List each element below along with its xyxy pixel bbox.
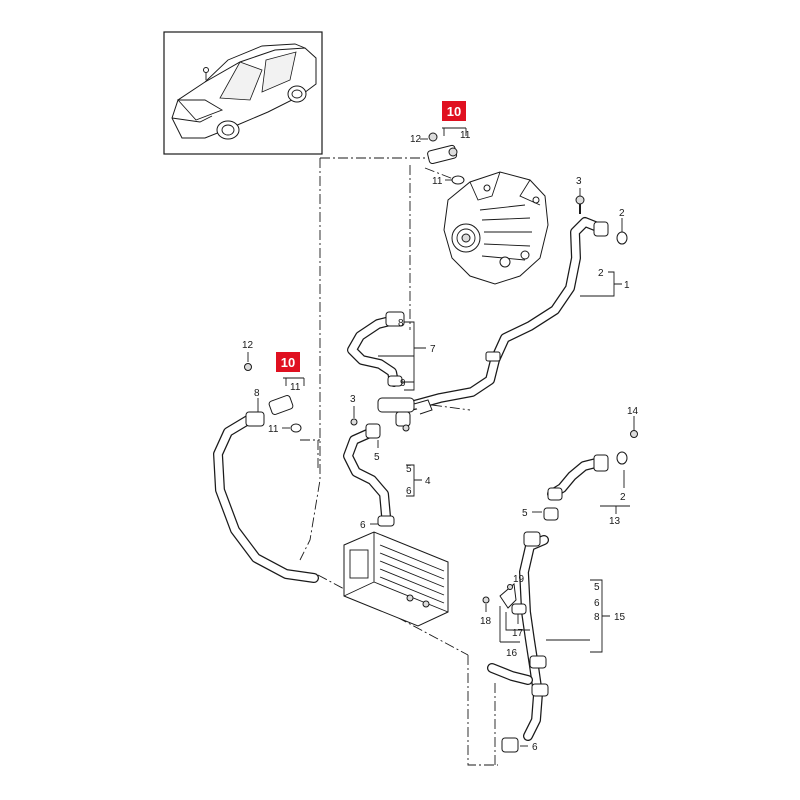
- clamp-9-hose7: [387, 375, 403, 387]
- callout-12: 12: [242, 340, 254, 351]
- hose-left[interactable]: [213, 363, 319, 583]
- sensor-upper[interactable]: [427, 132, 465, 185]
- callout-6: 6: [406, 486, 412, 497]
- o-ring-2-upper[interactable]: [616, 231, 628, 245]
- bolt-18: [482, 596, 490, 604]
- bolt-12-upper: [428, 132, 438, 142]
- callout-4: 4: [425, 476, 431, 487]
- hose-4[interactable]: [343, 423, 395, 527]
- highlight-box: [276, 352, 300, 372]
- highlight-callout-10-upper[interactable]: 10: [442, 101, 466, 121]
- callout-10-lower: 10: [281, 355, 295, 370]
- clamp-5-right[interactable]: [543, 507, 559, 521]
- callout-3: 3: [576, 176, 582, 187]
- callout-11: 11: [290, 382, 301, 393]
- bolt-12-lower: [244, 363, 252, 371]
- callout-6: 6: [360, 520, 366, 531]
- highlight-callout-10-lower[interactable]: 10: [276, 352, 300, 372]
- bracket-16[interactable]: [482, 583, 527, 615]
- clamp-5-hose4: [365, 423, 381, 439]
- callout-1: 1: [624, 280, 630, 291]
- o-ring-2-lower: [616, 451, 628, 465]
- leader-lines: [247, 127, 635, 747]
- callout-5: 5: [374, 452, 380, 463]
- callout-15: 15: [614, 612, 626, 623]
- callout-8: 8: [594, 612, 600, 623]
- sedan-vehicle-icon: [171, 43, 317, 140]
- callout-11: 11: [432, 176, 443, 187]
- oil-cooler[interactable]: [343, 531, 449, 627]
- callout-8: 8: [398, 318, 404, 329]
- callout-8: 8: [254, 388, 260, 399]
- hose-13[interactable]: [547, 430, 638, 501]
- alternator[interactable]: [443, 171, 549, 285]
- callout-12: 12: [410, 134, 422, 145]
- clamp-17: [511, 603, 527, 615]
- bolt-19: [507, 584, 513, 590]
- clamp-6-bottom: [501, 737, 519, 753]
- callout-3: 3: [350, 394, 356, 405]
- callout-2: 2: [619, 208, 625, 219]
- callout-7: 7: [430, 344, 436, 355]
- callout-6: 6: [532, 742, 538, 753]
- bolt-14: [630, 430, 638, 438]
- center-tee-connector[interactable]: [350, 397, 433, 432]
- hose-15[interactable]: [487, 531, 549, 753]
- callout-5: 5: [522, 508, 528, 519]
- callout-11: 11: [268, 424, 279, 435]
- o-ring-11-upper: [451, 175, 465, 185]
- callout-6: 6: [594, 598, 600, 609]
- callout-19: 19: [513, 574, 525, 585]
- clamp-8-left: [245, 411, 265, 427]
- callout-18: 18: [480, 616, 492, 627]
- hose-1[interactable]: [397, 217, 609, 413]
- callout-17: 17: [512, 628, 524, 639]
- callout-2: 2: [620, 492, 626, 503]
- callout-13: 13: [609, 516, 621, 527]
- callout-11: 11: [460, 130, 471, 141]
- callout-2: 2: [598, 268, 604, 279]
- callout-labels: 11 12 11 3 2 2 1 8 7 9 12 11 8 11 3 5 5 …: [242, 130, 639, 753]
- highlight-box: [442, 101, 466, 121]
- vehicle-thumbnail[interactable]: [163, 31, 323, 155]
- callout-9: 9: [400, 378, 406, 389]
- o-ring-11-lower: [290, 423, 302, 433]
- callout-5: 5: [594, 582, 600, 593]
- callout-14: 14: [627, 406, 639, 417]
- clamp-8-hose7: [385, 311, 405, 327]
- sensor-lower: [268, 395, 294, 415]
- callout-10-upper: 10: [447, 104, 461, 119]
- hose-7[interactable]: [347, 311, 405, 387]
- callout-5: 5: [406, 464, 412, 475]
- clamp-6-hose4: [377, 515, 395, 527]
- bolt-3-upper-right[interactable]: [575, 195, 585, 214]
- bolt-3-center: [350, 418, 358, 426]
- callout-16: 16: [506, 648, 518, 659]
